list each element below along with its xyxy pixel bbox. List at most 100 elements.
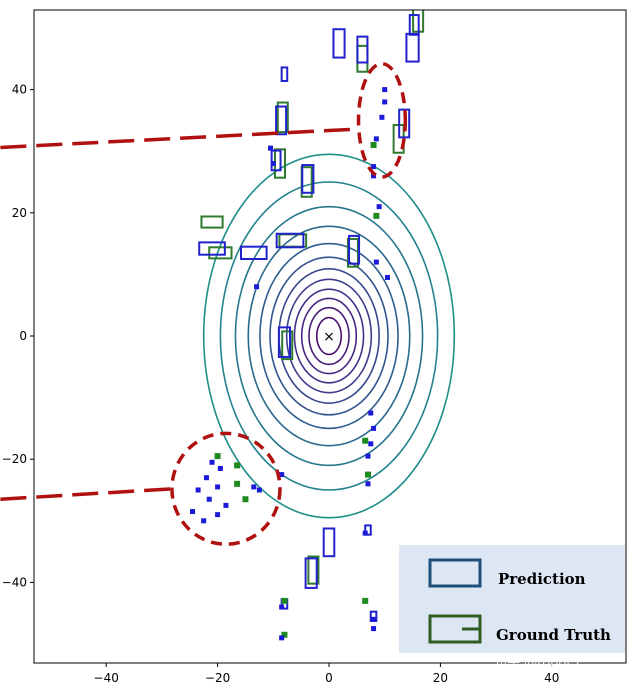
prediction-marker bbox=[201, 518, 207, 524]
ground-truth-marker bbox=[281, 597, 288, 604]
ground-truth-marker bbox=[373, 212, 380, 219]
prediction-box bbox=[301, 164, 315, 194]
prediction-marker bbox=[268, 145, 274, 151]
prediction-marker bbox=[223, 502, 229, 508]
prediction-marker bbox=[217, 465, 223, 471]
ego-vehicle: × bbox=[317, 318, 341, 354]
ground-truth-marker bbox=[364, 471, 371, 478]
prediction-marker bbox=[215, 484, 221, 490]
prediction-marker bbox=[195, 487, 201, 493]
legend-label-prediction: Prediction bbox=[498, 570, 586, 588]
x-tick-label: −40 bbox=[94, 671, 119, 685]
lidar-ring bbox=[234, 205, 424, 467]
lidar-ring bbox=[308, 306, 350, 366]
y-tick-label: 20 bbox=[12, 206, 27, 220]
prediction-marker bbox=[279, 472, 285, 478]
highlight-annotations bbox=[0, 61, 408, 546]
lidar-ring bbox=[269, 256, 389, 416]
lidar-ring bbox=[285, 278, 373, 394]
prediction-marker bbox=[371, 164, 377, 170]
x-tick-label: 40 bbox=[544, 671, 559, 685]
ground-truth-marker bbox=[362, 597, 369, 604]
prediction-marker bbox=[215, 512, 221, 518]
prediction-box bbox=[280, 66, 289, 82]
ground-truth-box bbox=[200, 215, 224, 229]
prediction-marker bbox=[206, 496, 212, 502]
prediction-box bbox=[239, 245, 268, 260]
prediction-marker bbox=[251, 484, 257, 490]
prediction-marker bbox=[209, 459, 215, 465]
x-tick-label: 0 bbox=[325, 671, 333, 685]
prediction-marker bbox=[279, 635, 285, 641]
ground-truth-box bbox=[346, 237, 359, 268]
prediction-marker bbox=[379, 114, 385, 120]
prediction-marker bbox=[376, 204, 382, 210]
highlight-line bbox=[0, 487, 174, 501]
prediction-marker bbox=[270, 161, 276, 167]
prediction-marker bbox=[256, 487, 262, 493]
y-tick-label: −20 bbox=[2, 452, 27, 466]
prediction-marker bbox=[371, 626, 377, 632]
y-tick-label: 40 bbox=[12, 83, 27, 97]
prediction-box bbox=[348, 234, 361, 265]
prediction-marker bbox=[190, 509, 196, 515]
prediction-marker bbox=[365, 453, 371, 459]
legend-swatch-prediction bbox=[428, 558, 482, 588]
prediction-marker bbox=[371, 173, 377, 179]
prediction-marker bbox=[362, 530, 368, 536]
prediction-marker bbox=[371, 425, 377, 431]
ground-truth-box bbox=[208, 246, 233, 260]
prediction-marker bbox=[382, 87, 388, 93]
lidar-ring bbox=[315, 316, 343, 356]
ground-truth-marker bbox=[281, 631, 288, 638]
x-tick-label: −20 bbox=[205, 671, 230, 685]
legend-background bbox=[399, 545, 625, 653]
prediction-box bbox=[364, 524, 372, 536]
legend-label-ground-truth: Ground Truth bbox=[496, 626, 611, 644]
ground-truth-box bbox=[307, 555, 320, 585]
lidar-ring bbox=[247, 225, 411, 447]
prediction-marker bbox=[384, 274, 390, 280]
prediction-box bbox=[356, 35, 369, 64]
prediction-marker bbox=[365, 481, 371, 487]
y-axis-ticks: 40 20 0 −20 −40 bbox=[2, 83, 34, 589]
highlight-circle bbox=[356, 61, 408, 179]
prediction-marker bbox=[368, 441, 374, 447]
ground-truth-marker bbox=[234, 462, 241, 469]
lidar-ring bbox=[219, 181, 439, 491]
y-tick-label: −40 bbox=[2, 575, 27, 589]
ground-truth-marker bbox=[234, 480, 241, 487]
x-axis-ticks: −40 −20 0 20 40 bbox=[94, 663, 559, 685]
ground-truth-box bbox=[281, 330, 294, 361]
lidar-rings bbox=[202, 153, 456, 519]
prediction-marker bbox=[279, 604, 285, 610]
prediction-marker bbox=[371, 616, 377, 622]
prediction-box bbox=[304, 557, 318, 589]
lidar-ring bbox=[202, 153, 456, 519]
ground-truth-marker bbox=[370, 142, 377, 149]
prediction-box bbox=[277, 326, 292, 358]
prediction-marker bbox=[203, 475, 209, 481]
prediction-marker bbox=[382, 99, 388, 105]
y-tick-label: 0 bbox=[19, 329, 27, 343]
prediction-marker bbox=[254, 284, 260, 290]
lidar-ring bbox=[300, 297, 358, 375]
prediction-box bbox=[332, 28, 346, 59]
prediction-box bbox=[398, 108, 411, 139]
prediction-box bbox=[275, 232, 305, 249]
prediction-marker bbox=[373, 259, 379, 265]
ego-marker: × bbox=[323, 329, 335, 345]
highlight-circle bbox=[170, 431, 282, 546]
prediction-box bbox=[275, 105, 288, 136]
highlight-line bbox=[0, 127, 359, 150]
prediction-marker bbox=[368, 410, 374, 416]
prediction-box bbox=[405, 32, 420, 63]
lidar-ring bbox=[293, 288, 365, 384]
ground-truth-box bbox=[356, 44, 369, 73]
x-tick-label: 20 bbox=[433, 671, 448, 685]
small-object-markers bbox=[190, 87, 390, 641]
prediction-boxes bbox=[198, 14, 420, 622]
prediction-box bbox=[198, 241, 226, 256]
prediction-box bbox=[408, 14, 420, 36]
